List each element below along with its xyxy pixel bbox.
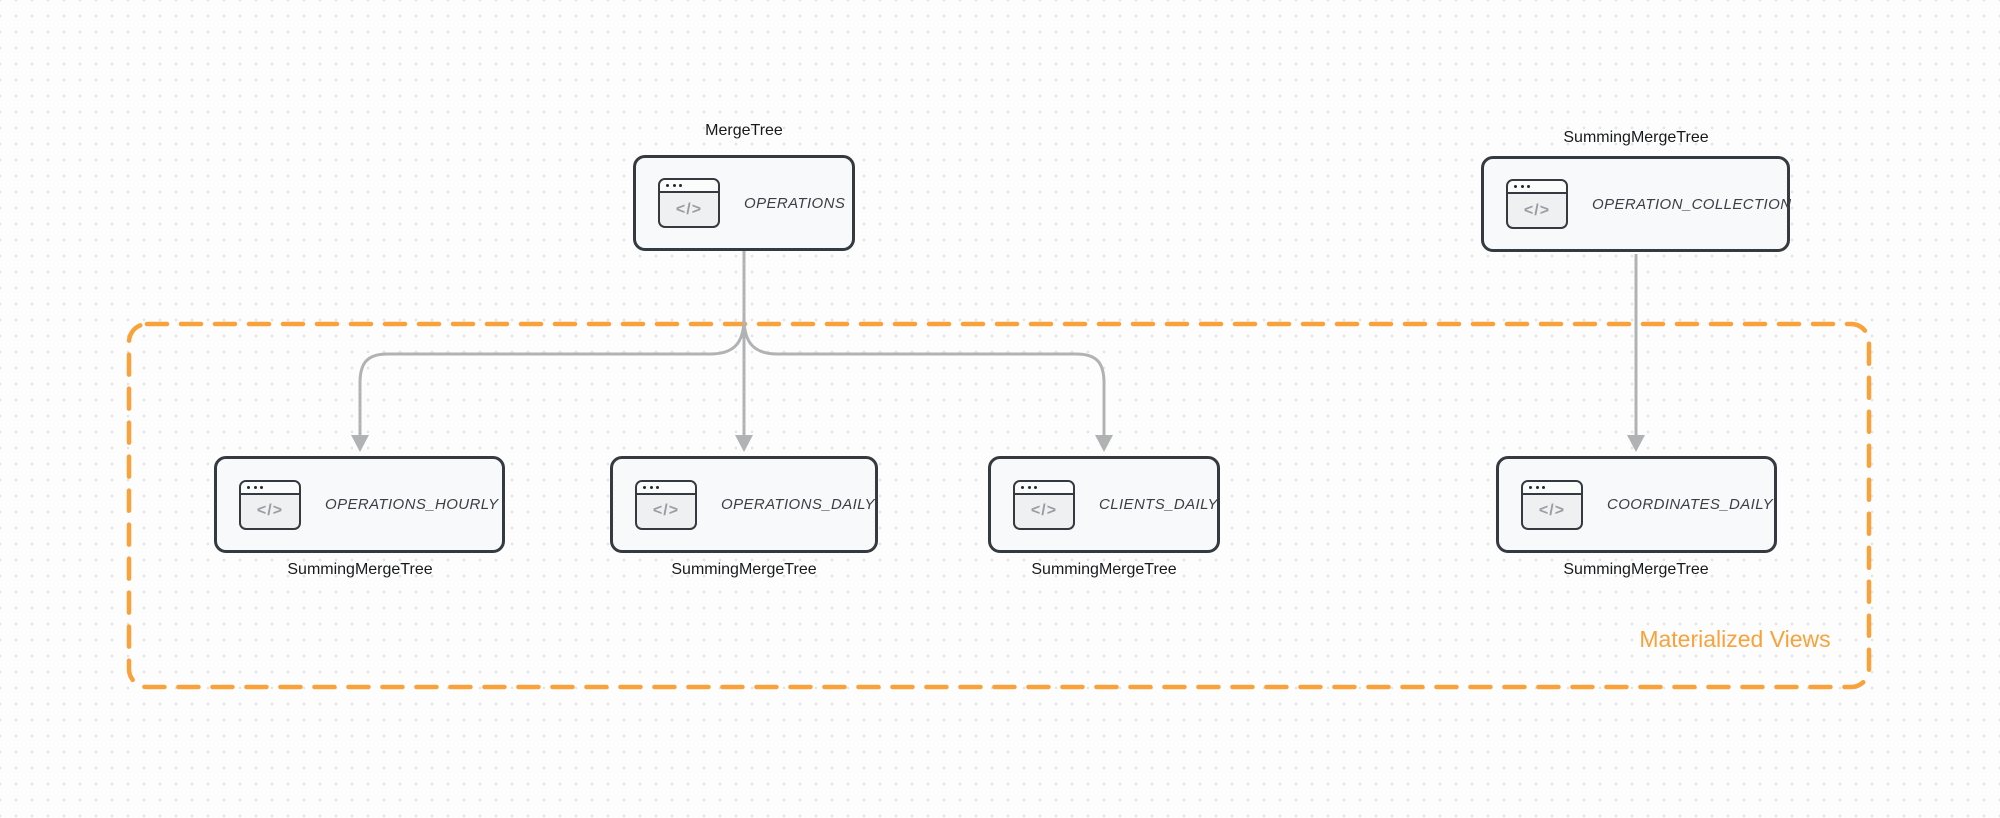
window-dot [1527,185,1530,188]
window-dot [672,184,676,187]
node-label: OPERATIONS_DAILY [721,496,875,513]
node-label: COORDINATES_DAILY [1607,496,1774,513]
engine-label-coordinates-daily: SummingMergeTree [1563,561,1709,578]
window-titlebar [637,481,695,495]
window-titlebar [241,481,299,495]
window-dot [1021,485,1024,489]
window-dot [247,485,250,489]
node-label: OPERATIONS [744,194,846,212]
window-dot [1034,485,1037,489]
node-label: OPERATIONS_HOURLY [325,496,499,513]
code-glyph: </> [652,502,680,519]
engine-label-operations-daily: SummingMergeTree [671,561,817,578]
engine-label-clients-daily: SummingMergeTree [1031,561,1177,578]
window-dot [679,184,682,187]
engine-label-operations: MergeTree [705,122,783,139]
node-operations-hourly: </> OPERATIONS_HOURLY [214,456,505,553]
arrowhead-icon [1627,435,1645,452]
code-window-icon: </> [658,178,720,228]
code-glyph: </> [1030,502,1058,519]
window-titlebar [1015,481,1073,495]
edge-operations-to-operations-hourly [358,317,746,436]
node-operations-daily: </> OPERATIONS_DAILY [610,456,878,553]
arrowhead-icon [351,435,369,452]
window-titlebar [1523,481,1581,495]
code-window-icon: </> [1521,479,1583,530]
node-operation-collection: </> OPERATION_COLLECTION [1481,156,1792,252]
node-label: OPERATION_COLLECTION [1592,195,1792,213]
window-dot [666,184,669,187]
code-glyph: </> [675,200,703,218]
code-window-icon: </> [1013,479,1075,530]
window-dot [1529,485,1532,489]
node-clients-daily: </> CLIENTS_DAILY [988,456,1220,553]
window-dot [1514,185,1517,188]
arrowhead-icon [735,435,753,452]
code-window-icon: </> [1506,179,1568,229]
arrowhead-icon [1095,435,1113,452]
window-dot [649,485,653,489]
window-dot [253,485,257,489]
node-label: CLIENTS_DAILY [1099,496,1218,513]
window-titlebar [1508,181,1566,194]
window-dot [1535,485,1539,489]
code-window-icon: </> [239,479,301,530]
window-titlebar [660,180,718,193]
window-dot [643,485,646,489]
code-glyph: </> [1538,502,1566,519]
window-dot [656,485,659,489]
window-dot [1542,485,1545,489]
window-dot [260,485,263,489]
materialized-views-group-border [126,321,1872,690]
engine-label-operation-collection: SummingMergeTree [1563,129,1709,146]
window-dot [1520,185,1524,188]
node-coordinates-daily: </> COORDINATES_DAILY [1496,456,1777,553]
materialized-views-group-label: Materialized Views [1639,626,1831,652]
code-window-icon: </> [635,479,697,530]
code-glyph: </> [1523,201,1551,219]
edge-operations-to-clients-daily [742,317,1106,436]
engine-label-operations-hourly: SummingMergeTree [287,561,433,578]
code-glyph: </> [256,502,284,519]
node-operations: </> OPERATIONS [633,155,855,251]
window-dot [1027,485,1031,489]
